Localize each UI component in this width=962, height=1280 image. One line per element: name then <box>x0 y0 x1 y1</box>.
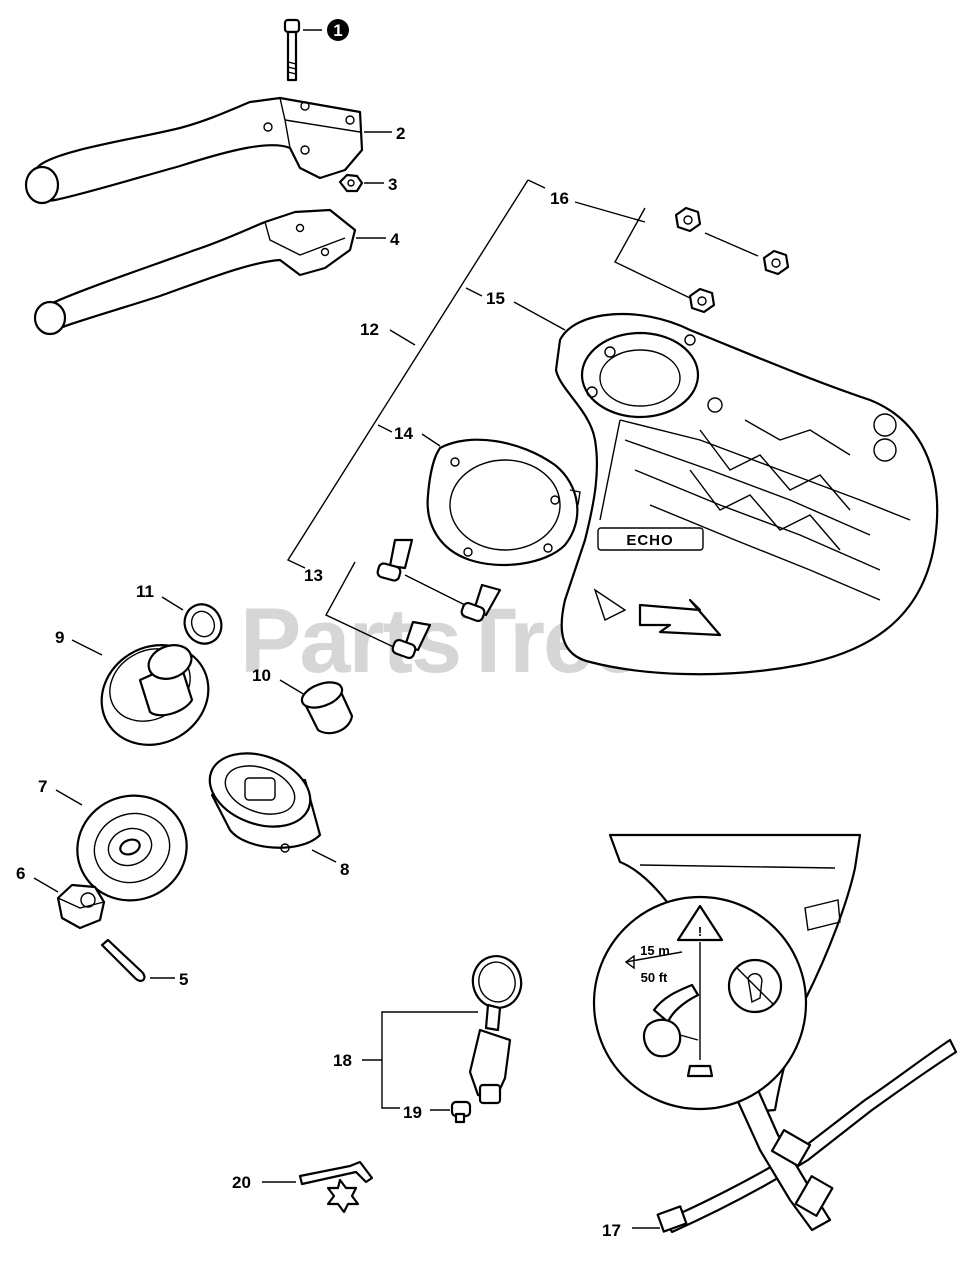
callout-15[interactable]: 15 <box>486 289 505 308</box>
callout-11[interactable]: 11 <box>136 582 154 601</box>
part-3-nut[interactable] <box>338 173 364 193</box>
callout-13[interactable]: 13 <box>304 566 323 585</box>
part-7-pulley[interactable] <box>63 780 202 915</box>
part-4-handle[interactable] <box>33 208 357 336</box>
part-5-cotter-pin[interactable] <box>100 938 146 982</box>
part-10-collar[interactable] <box>299 677 354 735</box>
callout-7[interactable]: 7 <box>38 777 47 796</box>
callout-1[interactable]: 1 <box>333 21 342 40</box>
part-14-plate[interactable] <box>426 438 581 567</box>
part-6-nut[interactable] <box>56 883 106 930</box>
callout-1-badge <box>327 19 349 41</box>
callout-4[interactable]: 4 <box>390 230 400 249</box>
part-20-hex-key[interactable] <box>298 1160 374 1214</box>
part-15-shield[interactable]: ECHO <box>554 312 939 676</box>
part-2-handle[interactable] <box>24 96 364 205</box>
part-11-washer[interactable] <box>178 598 228 649</box>
callout-10[interactable]: 10 <box>252 666 271 685</box>
part-8-drum[interactable] <box>200 740 322 853</box>
part-13-screw-b[interactable] <box>460 583 502 623</box>
part-1-bolt[interactable] <box>283 18 301 82</box>
part-16-nut-a[interactable] <box>674 206 702 233</box>
part-13-screw-a[interactable] <box>376 538 414 582</box>
callout-5[interactable]: 5 <box>179 970 188 989</box>
callout-6[interactable]: 6 <box>16 864 25 883</box>
decal-distance-ft: 50 ft <box>641 970 668 985</box>
warning-mark: ! <box>698 924 702 939</box>
callout-2[interactable]: 2 <box>396 124 405 143</box>
part-19-screw[interactable] <box>450 1100 472 1124</box>
callout-20[interactable]: 20 <box>232 1173 251 1192</box>
callout-12[interactable]: 12 <box>360 320 379 339</box>
callout-17[interactable]: 17 <box>602 1221 621 1240</box>
decal-distance-m: 15 m <box>640 943 670 958</box>
callout-19[interactable]: 19 <box>403 1103 422 1122</box>
part-13-screw-c[interactable] <box>391 620 432 660</box>
callout-16[interactable]: 16 <box>550 189 569 208</box>
callout-18[interactable]: 18 <box>333 1051 352 1070</box>
part-16-nut-c[interactable] <box>688 287 716 314</box>
part-9-hub[interactable] <box>83 626 226 764</box>
part-18-clip[interactable] <box>467 951 527 1105</box>
part-16-nut-b[interactable] <box>762 249 790 276</box>
callout-9[interactable]: 9 <box>55 628 64 647</box>
part-17-harness[interactable]: ! 15 m 50 ft <box>592 833 958 1234</box>
shield-brand: ECHO <box>626 532 673 549</box>
callout-8[interactable]: 8 <box>340 860 349 879</box>
callout-3[interactable]: 3 <box>388 175 397 194</box>
callout-14[interactable]: 14 <box>394 424 413 443</box>
